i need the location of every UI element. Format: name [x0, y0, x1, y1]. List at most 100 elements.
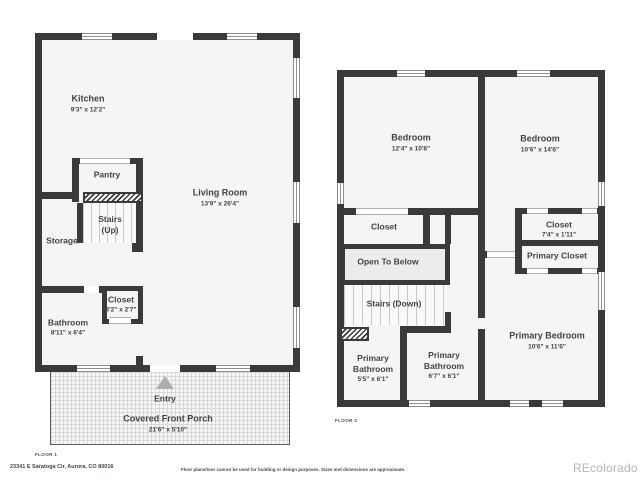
bedroom-right-label: Bedroom 10'6" x 14'6" [520, 133, 560, 154]
room-name: Primary [357, 353, 389, 364]
entry-direction-icon [156, 376, 174, 389]
room-dims: 7'4" x 1'11" [541, 231, 577, 239]
room-name: Open To Below [357, 256, 419, 267]
room-name: Pantry [93, 169, 121, 180]
wall-segment [423, 208, 430, 244]
window [517, 70, 550, 77]
wall-segment [344, 208, 485, 215]
window [409, 400, 430, 407]
window [542, 400, 563, 407]
room-dims: 5'5" x 6'1" [357, 376, 389, 384]
closet-right-label: Closet 7'4" x 1'11" [542, 220, 576, 241]
room-name: Primary Bedroom [509, 330, 585, 341]
room-name: Living Room [192, 187, 248, 198]
recolorado-logo: REcolorado [573, 461, 638, 475]
room-name: Covered Front Porch [123, 413, 213, 424]
wall-segment [515, 268, 598, 274]
wall-segment [515, 208, 522, 246]
stair-hatch [340, 327, 369, 341]
window [397, 70, 425, 77]
stairs-up-treads [83, 203, 136, 243]
room-name: Storage [46, 235, 78, 246]
door-opening [527, 268, 548, 274]
primary-bathroom-mid-label: Primary Bathroom 6'7" x 6'1" [424, 350, 464, 382]
room-dims: 8'11" x 6'4" [50, 329, 86, 337]
bedroom-left-label: Bedroom 12'4" x 10'8" [391, 132, 431, 153]
open-to-below-area [340, 244, 450, 285]
pantry-label: Pantry [94, 169, 120, 180]
wall-segment [77, 203, 83, 243]
room-name: Bedroom [391, 132, 431, 143]
primary-closet-label: Primary Closet [527, 250, 587, 261]
room-dims: 6'7" x 6'1" [428, 373, 460, 381]
window [510, 400, 529, 407]
room-name: Bathroom [423, 361, 465, 372]
window [337, 183, 344, 204]
door-opening [356, 208, 408, 215]
wall-segment [136, 158, 143, 252]
room-name: Primary [428, 350, 460, 361]
disclaimer-text: Floor plans/tour cannot be used for buil… [181, 467, 406, 472]
door-opening [109, 317, 131, 324]
room-dims: 9'3" x 12'2" [70, 105, 106, 113]
property-address: 23341 E Saratoga Cir, Aurora, CO 80016 [10, 464, 114, 470]
window [77, 365, 110, 372]
wall-segment [515, 208, 598, 214]
window [598, 182, 605, 206]
window [82, 33, 112, 40]
door-opening [487, 251, 515, 258]
room-dims: 10'6" x 11'6" [528, 342, 566, 350]
room-dims: 21'6" x 5'10" [148, 425, 188, 433]
wall-segment [478, 329, 485, 407]
wall-segment [72, 158, 79, 202]
room-name: Closet [546, 219, 572, 230]
window [293, 182, 300, 223]
wall-segment [515, 240, 598, 246]
stairs-down-label: Stairs (Down) [367, 298, 422, 309]
open-to-below-label: Open To Below [357, 256, 418, 267]
wall-segment [445, 208, 451, 244]
room-name: Bedroom [520, 133, 560, 144]
kitchen-label: Kitchen 9'3" x 12'2" [71, 93, 106, 114]
wall-segment [478, 70, 485, 318]
window [598, 272, 605, 310]
wall-segment [445, 312, 451, 326]
window [293, 307, 300, 348]
door-opening [527, 208, 548, 214]
entry-door-opening [150, 365, 180, 372]
room-name: Stairs [98, 213, 122, 224]
wall-opening [157, 33, 193, 40]
door-opening [80, 158, 130, 164]
window [293, 58, 300, 98]
room-name: Kitchen [71, 93, 105, 104]
room-name: Stairs (Down) [366, 298, 422, 309]
stairs-up-label: Stairs (Up) [98, 214, 122, 236]
closet-left-label: Closet [371, 221, 397, 232]
wall-segment [35, 192, 79, 199]
room-name: Primary Closet [527, 250, 587, 261]
stair-hatch [83, 192, 143, 203]
closet-label: Closet 3'2" x 2'7" [106, 295, 137, 316]
room-name: (Up) [101, 225, 119, 235]
storage-label: Storage [46, 235, 78, 246]
primary-bathroom-left-label: Primary Bathroom 5'5" x 6'1" [353, 353, 393, 385]
room-name: Entry [154, 393, 176, 404]
door-opening [84, 286, 99, 293]
living-room-label: Living Room 13'9" x 26'4" [193, 187, 248, 208]
floor1-tag: FLOOR 1 [35, 452, 58, 457]
room-name: Closet [108, 294, 134, 305]
wall-segment [515, 240, 522, 274]
room-dims: 13'9" x 26'4" [200, 199, 240, 207]
door-opening [582, 268, 597, 274]
door-opening [582, 208, 597, 214]
stairs-down-treads [344, 285, 445, 325]
floor2-tag: FLOOR 2 [335, 418, 358, 423]
room-name: Closet [371, 221, 397, 232]
entry-label: Entry [154, 393, 176, 404]
wall-segment [136, 356, 143, 372]
window [216, 365, 250, 372]
wall-segment [406, 326, 451, 333]
bathroom-label: Bathroom 8'11" x 6'4" [48, 318, 88, 339]
